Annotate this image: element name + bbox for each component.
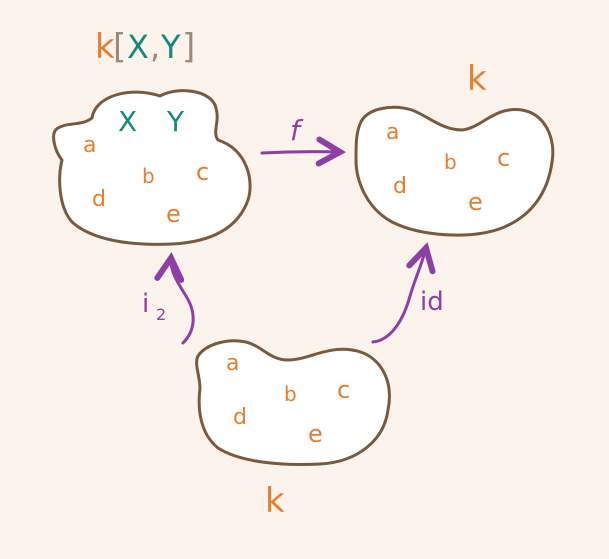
- polynomial-ring-inner-x: X: [118, 105, 137, 138]
- polynomial-ring-element-d: d: [92, 187, 106, 212]
- polynomial-ring-bracket-close: ]: [182, 27, 195, 67]
- polynomial-ring-var-y: Y: [160, 28, 181, 66]
- base-field-element-e: e: [308, 420, 323, 448]
- polynomial-ring-element-e: e: [166, 200, 181, 228]
- polynomial-ring-comma: ,: [150, 28, 160, 66]
- base-field-group: k a b c d e: [195, 339, 391, 521]
- base-field-blob: [195, 339, 391, 466]
- base-field-label: k: [265, 481, 285, 521]
- inclusion-arrow-label: i: [142, 289, 149, 319]
- polynomial-ring-inner-y: Y: [166, 105, 185, 138]
- target-field-group: k a b c d e: [354, 59, 555, 237]
- polynomial-ring-element-b: b: [142, 164, 155, 188]
- identity-arrow: [371, 248, 426, 344]
- polynomial-ring-element-c: c: [196, 158, 209, 186]
- polynomial-ring-group: k [ X , Y ] X Y a b c d e: [52, 27, 252, 246]
- target-field-element-c: c: [497, 144, 510, 172]
- polynomial-ring-element-a: a: [83, 133, 96, 158]
- target-field-element-e: e: [468, 188, 483, 216]
- target-field-element-d: d: [393, 174, 407, 199]
- polynomial-ring-k-label: k: [95, 27, 115, 67]
- base-field-element-a: a: [226, 351, 239, 376]
- polynomial-ring-blob: [52, 89, 252, 246]
- target-field-label: k: [467, 59, 487, 99]
- base-field-element-d: d: [233, 405, 247, 430]
- f-arrow: [260, 152, 340, 153]
- identity-arrow-label: id: [420, 287, 444, 317]
- inclusion-arrow-subscript: 2: [156, 305, 166, 324]
- inclusion-arrow: [171, 258, 195, 345]
- arrows-group: f i 2 id: [142, 114, 444, 345]
- polynomial-ring-bracket-open: [: [113, 27, 126, 67]
- target-field-element-a: a: [386, 120, 399, 145]
- target-field-blob: [354, 105, 555, 237]
- base-field-element-c: c: [337, 376, 350, 404]
- target-field-element-b: b: [444, 150, 457, 174]
- polynomial-ring-var-x: X: [127, 28, 149, 66]
- base-field-element-b: b: [284, 382, 297, 406]
- f-arrow-label: f: [290, 114, 304, 147]
